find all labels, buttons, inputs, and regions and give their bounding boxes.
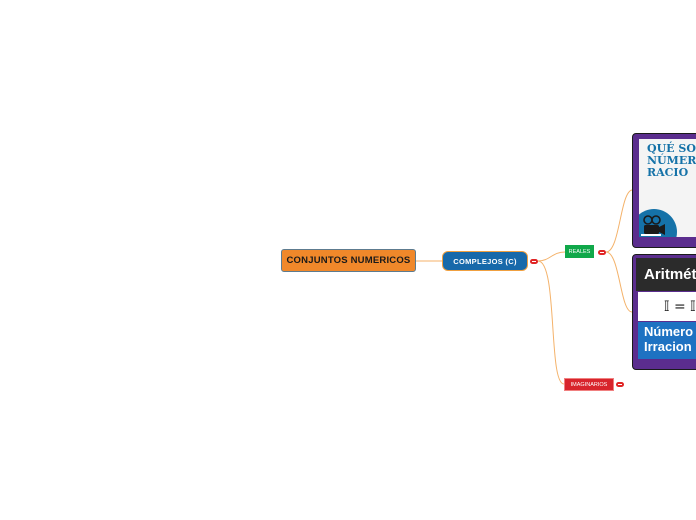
node-imaginarios[interactable]: IMAGINARIOS [564, 378, 614, 391]
node-reales[interactable]: REALES [565, 245, 594, 258]
card-irracionales-formula: 𝕀 = 𝕀 [638, 292, 696, 321]
card-irracionales-header: Aritmét [636, 258, 696, 291]
card-racionales-line3: RACIO [647, 166, 689, 179]
node-reales-label: REALES [568, 248, 591, 255]
connector-complejos-imaginarios [537, 260, 565, 385]
collapse-toggle-imaginarios[interactable] [616, 382, 624, 387]
card-racionales[interactable]: QUÉ SO NÚMER RACIO [632, 133, 696, 248]
connector-reales-card1 [605, 189, 633, 253]
card-irracionales-line2: Irracion [644, 339, 692, 354]
card-racionales-title: QUÉ SO NÚMER RACIO [647, 143, 696, 179]
card-racionales-line2: NÚMER [647, 154, 696, 167]
card-irracionales-header-text: Aritmét [644, 266, 696, 283]
node-complejos-label: COMPLEJOS (C) [453, 256, 517, 266]
root-node-conjuntos-numericos[interactable]: CONJUNTOS NUMERICOS [281, 249, 416, 272]
root-node-label: CONJUNTOS NUMERICOS [286, 255, 411, 266]
card-irracionales-formula-text: 𝕀 = 𝕀 [664, 298, 696, 315]
card-irracionales-title: Número Irracion [638, 322, 696, 359]
card-racionales-image: QUÉ SO NÚMER RACIO [639, 139, 696, 237]
card-racionales-line1: QUÉ SO [647, 142, 696, 155]
card-irracionales[interactable]: Aritmét 𝕀 = 𝕀 Número Irracion [632, 254, 696, 370]
collapse-toggle-complejos[interactable] [530, 259, 538, 264]
connector-reales-card2 [605, 251, 633, 313]
video-camera-icon [641, 215, 665, 236]
connector-complejos-reales [537, 251, 566, 262]
node-complejos[interactable]: COMPLEJOS (C) [442, 251, 528, 271]
minus-icon [532, 261, 536, 262]
card-irracionales-line1: Número [644, 324, 694, 339]
node-imaginarios-label: IMAGINARIOS [570, 381, 608, 388]
minus-icon [600, 252, 604, 253]
collapse-toggle-reales[interactable] [598, 250, 606, 255]
minus-icon [618, 384, 622, 385]
